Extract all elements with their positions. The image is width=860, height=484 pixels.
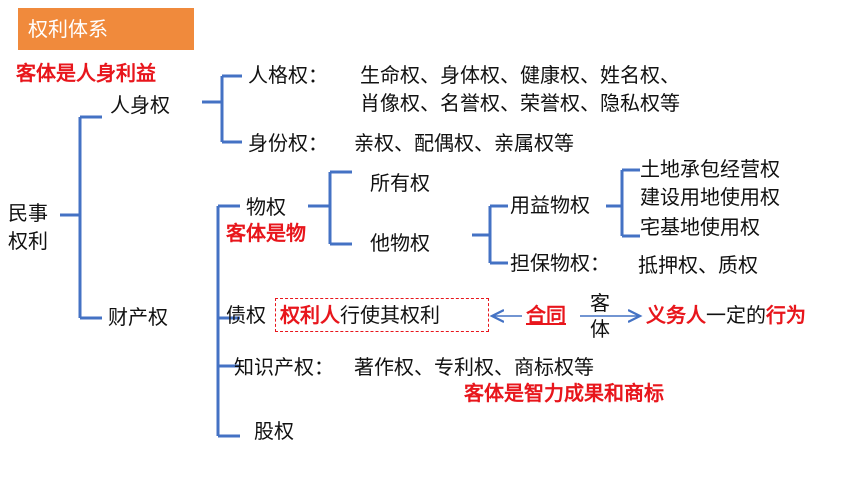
root-label-line1: 民事 [8, 201, 48, 225]
ownership-label: 所有权 [370, 171, 430, 195]
equity-label: 股权 [254, 419, 294, 443]
identity-label: 身份权： [248, 131, 328, 155]
usufruct-item-3: 宅基地使用权 [640, 215, 760, 239]
identity-items: 亲权、配偶权、亲属权等 [354, 131, 574, 155]
security-items: 抵押权、质权 [638, 253, 758, 277]
property-label: 财产权 [108, 305, 168, 329]
title-banner: 权利体系 [18, 8, 194, 50]
limited-real-right-label: 他物权 [370, 231, 430, 255]
personality-items-line2: 肖像权、名誉权、荣誉权、隐私权等 [360, 91, 680, 115]
usufruct-label: 用益物权 [510, 193, 590, 217]
object-label-line1: 客 [590, 291, 610, 315]
object-label-line2: 体 [590, 317, 610, 341]
personality-label: 人格权： [248, 63, 328, 87]
root-label-line2: 权利 [8, 229, 48, 253]
claim-holder: 权利人 [280, 303, 340, 327]
personality-items-line1: 生命权、身体权、健康权、姓名权、 [360, 63, 680, 87]
security-label: 担保物权： [510, 251, 610, 275]
ip-label: 知识产权： [234, 355, 334, 379]
claim-holder-line: 权利人行使其权利 [280, 302, 440, 328]
claim-exercise: 行使其权利 [340, 303, 440, 327]
personal-note: 客体是人身利益 [16, 61, 156, 85]
ip-items: 著作权、专利权、商标权等 [354, 355, 594, 379]
obligor-act: 行为 [766, 303, 806, 327]
personal-label: 人身权 [110, 93, 170, 117]
contract-label: 合同 [526, 303, 566, 327]
obligor: 义务人 [646, 303, 706, 327]
usufruct-item-2: 建设用地使用权 [640, 185, 780, 209]
obligor-certain: 一定的 [706, 303, 766, 327]
obligor-line: 义务人一定的行为 [646, 302, 806, 328]
real-right-label: 物权 [246, 195, 286, 219]
usufruct-item-1: 土地承包经营权 [640, 157, 780, 181]
claim-dashed-box [275, 298, 489, 332]
claim-label: 债权 [226, 303, 266, 327]
page-title: 权利体系 [28, 17, 108, 41]
ip-note: 客体是智力成果和商标 [464, 381, 664, 405]
real-right-note: 客体是物 [226, 221, 306, 245]
